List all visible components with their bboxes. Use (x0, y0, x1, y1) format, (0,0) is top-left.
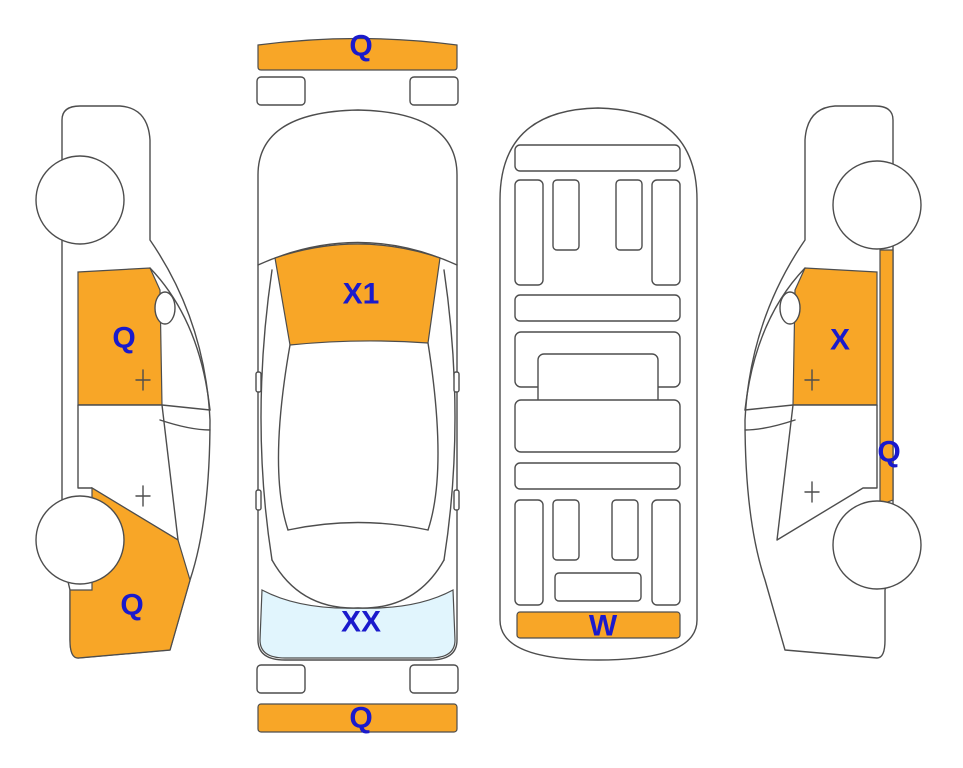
front-windshield[interactable] (259, 589, 456, 659)
left-rear-wheel (35, 155, 125, 245)
label-trunk-floor: W (589, 610, 618, 643)
label-right-front-door: X (830, 324, 850, 357)
label-rear-windshield: X1 (343, 278, 380, 311)
label-right-pillar: Q (877, 436, 900, 469)
rear-right-lamp (409, 76, 459, 106)
label-front-windshield: XX (341, 606, 381, 639)
left-front-wheel (35, 495, 125, 585)
label-left-front-door: Q (112, 322, 135, 355)
rear-windshield[interactable] (274, 243, 441, 346)
label-left-front-fender: Q (120, 589, 143, 622)
front-right-lamp (409, 664, 459, 694)
underside-view (499, 107, 698, 661)
right-pillar[interactable] (879, 249, 894, 506)
trunk-floor-panel[interactable] (516, 611, 681, 639)
right-side-view (744, 105, 922, 659)
rear-bumper-top-view[interactable] (257, 37, 458, 71)
left-front-door[interactable] (77, 267, 163, 406)
top-view (255, 37, 460, 733)
right-rear-wheel (832, 160, 922, 250)
car-body-top (257, 109, 458, 661)
damage-labels: Q X1 XX Q W Q Q X Q (112, 30, 900, 735)
right-rear-door (776, 404, 878, 541)
label-rear-bumper: Q (349, 30, 372, 63)
front-bumper-top-view[interactable] (257, 703, 458, 733)
right-front-door[interactable] (792, 267, 878, 406)
left-side-view (35, 105, 211, 659)
right-front-wheel (832, 500, 922, 590)
label-front-bumper: Q (349, 702, 372, 735)
rear-left-lamp (256, 76, 306, 106)
front-left-lamp (256, 664, 306, 694)
